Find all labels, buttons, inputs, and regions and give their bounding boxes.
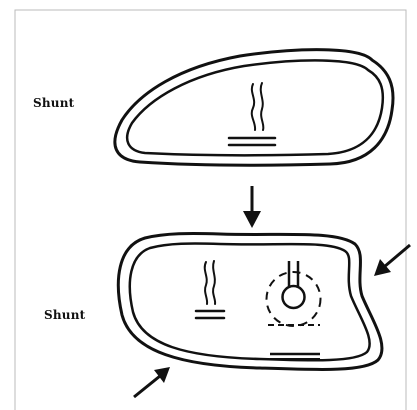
figure-border: [15, 10, 406, 410]
bottom-cell-inner-membrane: [130, 243, 370, 360]
bottom-cell-outer-membrane: [118, 233, 382, 369]
shunted-vesicle-icon: [267, 261, 321, 326]
top-cell-inner-membrane: [127, 60, 383, 155]
bottom-shunt-label: Shunt: [44, 308, 85, 322]
bottom-secretion-icon: [196, 261, 224, 318]
down-arrow: [243, 186, 261, 228]
membrane-bar: [270, 354, 320, 359]
bottom-cell: [118, 233, 382, 369]
lower-left-arrow: [134, 367, 170, 397]
top-shunt-label: Shunt: [33, 96, 74, 110]
top-secretion-icon: [229, 83, 275, 145]
right-arrow: [374, 245, 410, 276]
